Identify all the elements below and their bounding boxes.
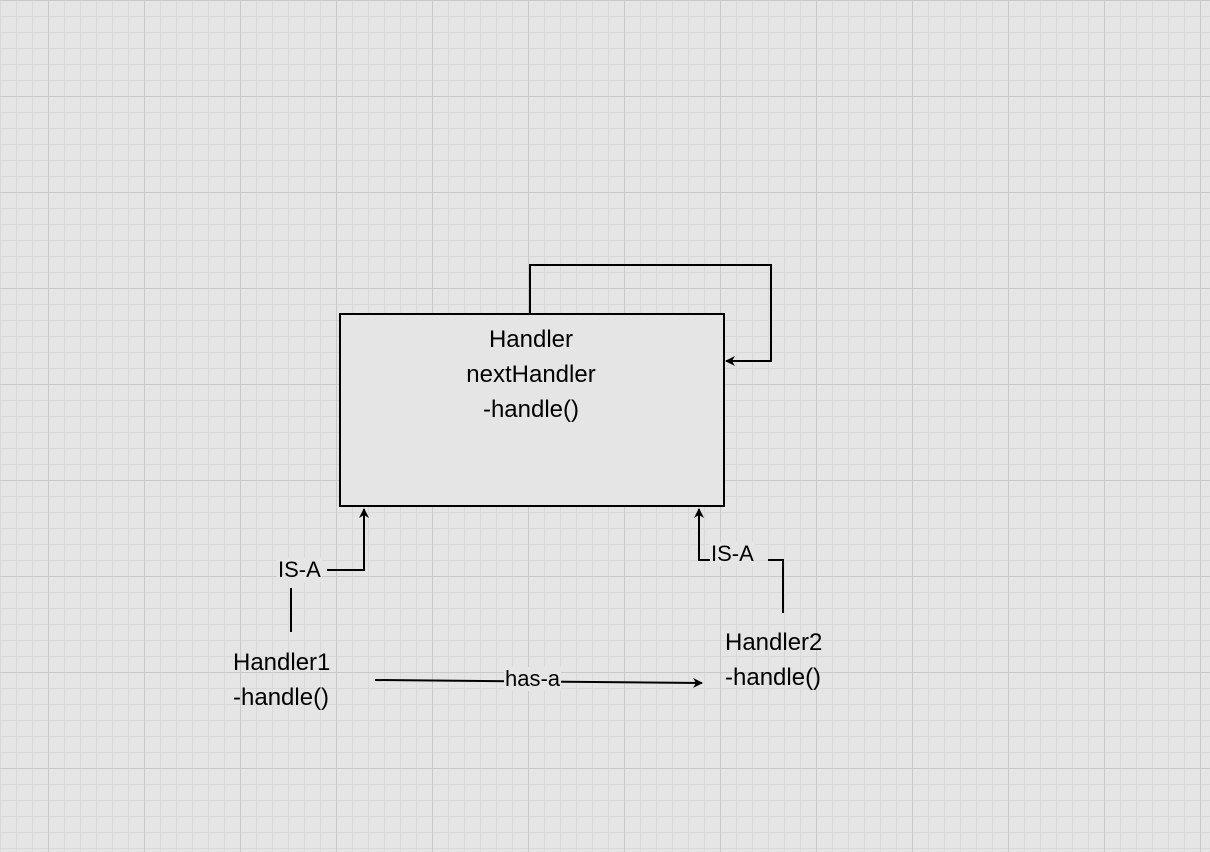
is-a-left-label: IS-A xyxy=(277,557,322,582)
handler-field: nextHandler xyxy=(466,361,596,388)
handler1-name: Handler1 xyxy=(233,649,331,676)
handler1-node[interactable]: Handler1 -handle() xyxy=(233,645,330,715)
handler-method: -handle() xyxy=(482,396,580,423)
is-a-right-connector-upper[interactable] xyxy=(694,508,710,561)
self-loop-connector[interactable] xyxy=(529,264,772,366)
is-a-left-connector-upper[interactable] xyxy=(327,508,369,571)
handler2-method: -handle() xyxy=(725,664,822,691)
handler-class-box[interactable] xyxy=(339,313,725,507)
handler2-name: Handler2 xyxy=(725,629,823,656)
has-a-label: has-a xyxy=(504,666,562,691)
handler-class-text: Handler nextHandler -handle() xyxy=(339,322,723,427)
is-a-right-connector[interactable] xyxy=(768,559,784,613)
handler2-node[interactable]: Handler2 -handle() xyxy=(725,625,822,695)
is-a-right-label: IS-A xyxy=(710,541,755,566)
handler1-method: -handle() xyxy=(233,684,330,711)
handler-name: Handler xyxy=(488,326,574,353)
